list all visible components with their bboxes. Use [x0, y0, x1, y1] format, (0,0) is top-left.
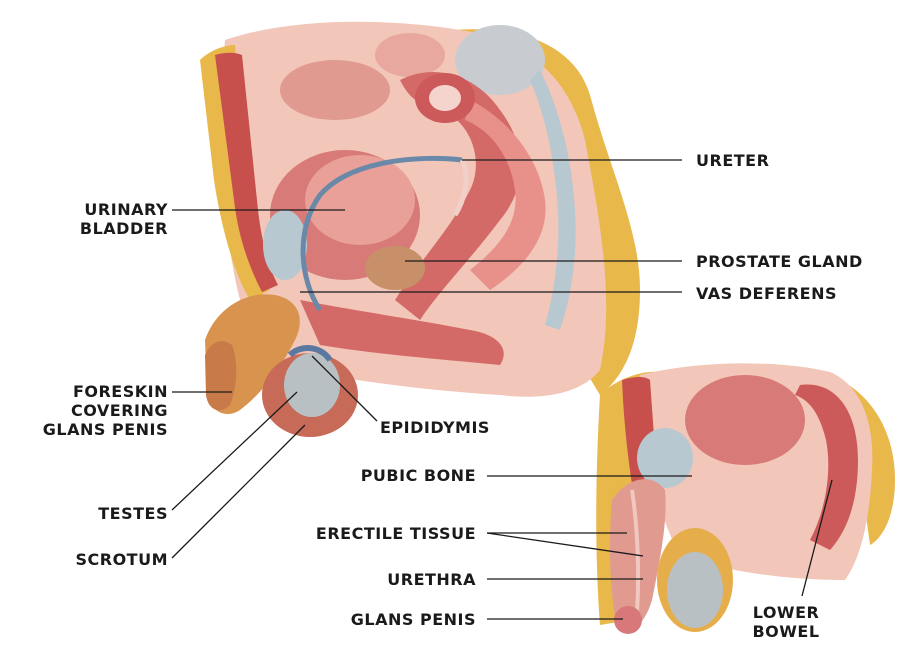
colon-lumen: [429, 85, 461, 111]
prostate: [365, 246, 425, 290]
label-pubic-bone: PUBIC BONE: [300, 466, 476, 485]
inset-testis: [667, 552, 723, 628]
label-urinary-bladder-line-1: URINARY: [56, 200, 168, 219]
foreskin-fold: [205, 341, 236, 410]
pubic-symphysis: [263, 210, 307, 280]
label-lower-bowel-line-2: BOWEL: [746, 622, 826, 641]
label-lower-bowel-line-1: LOWER: [746, 603, 826, 622]
label-foreskin-line-1: FORESKIN: [28, 382, 168, 401]
label-ureter: URETER: [696, 151, 769, 170]
label-foreskin-line-3: GLANS PENIS: [28, 420, 168, 439]
label-urinary-bladder: URINARY BLADDER: [56, 200, 168, 238]
label-testes: TESTES: [58, 504, 168, 523]
label-prostate-gland: PROSTATE GLAND: [696, 252, 863, 271]
testis: [284, 353, 340, 417]
label-urethra: URETHRA: [330, 570, 476, 589]
label-vas-deferens: VAS DEFERENS: [696, 284, 837, 303]
label-glans-penis: GLANS PENIS: [300, 610, 476, 629]
label-lower-bowel: LOWER BOWEL: [746, 603, 826, 641]
label-urinary-bladder-line-2: BLADDER: [56, 219, 168, 238]
inset-bladder: [685, 375, 805, 465]
intestine-loop-3: [375, 33, 445, 77]
label-foreskin-line-2: COVERING: [28, 401, 168, 420]
label-epididymis: EPIDIDYMIS: [380, 418, 490, 437]
label-foreskin: FORESKIN COVERING GLANS PENIS: [28, 382, 168, 439]
inset-illustration: [596, 363, 895, 634]
label-scrotum: SCROTUM: [38, 550, 168, 569]
label-erectile-tissue: ERECTILE TISSUE: [270, 524, 476, 543]
main-pelvis-illustration: [200, 22, 640, 437]
inset-pubic-bone: [637, 428, 693, 488]
inset-glans: [614, 606, 642, 634]
intestine-loop: [280, 60, 390, 120]
